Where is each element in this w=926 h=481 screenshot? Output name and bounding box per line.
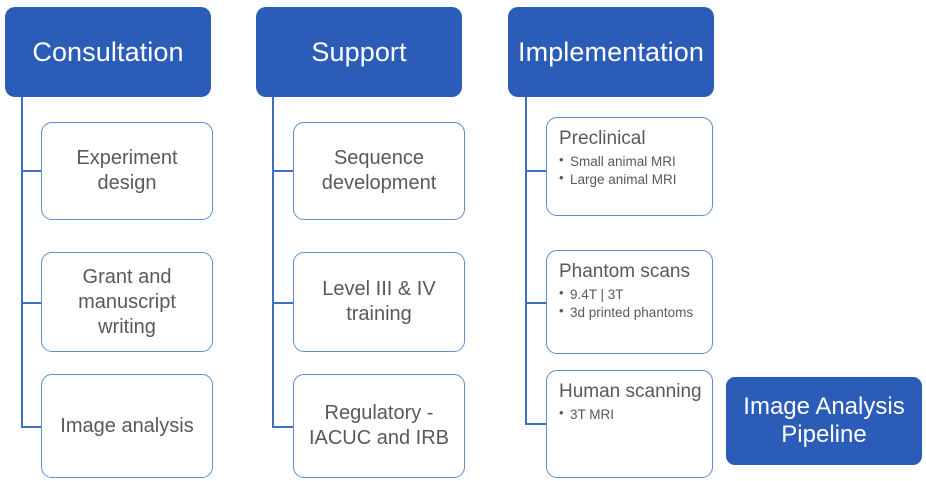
- leaf-box-regulatory-iacuc-and-irb[interactable]: Regulatory - IACUC and IRB: [293, 374, 465, 478]
- connector-branch-consultation-2: [21, 302, 42, 304]
- leaf-box-grant-and-manuscript-writing[interactable]: Grant and manuscript writing: [41, 252, 213, 352]
- bullet-item: Small animal MRI: [559, 152, 702, 170]
- bullet-item: 9.4T | 3T: [559, 285, 702, 303]
- connector-vertical-consultation: [21, 97, 23, 427]
- bullet-list-human-scanning: 3T MRI: [559, 405, 702, 423]
- leaf-box-sequence-development[interactable]: Sequence development: [293, 122, 465, 220]
- header-box-support[interactable]: Support: [256, 7, 462, 97]
- bullet-item: Large animal MRI: [559, 170, 702, 188]
- connector-branch-support-2: [272, 302, 294, 304]
- leaf-box-human-scanning[interactable]: Human scanning 3T MRI: [546, 370, 713, 478]
- leaf-title-phantom-scans: Phantom scans: [559, 261, 690, 282]
- leaf-title-human-scanning: Human scanning: [559, 381, 702, 402]
- leaf-box-phantom-scans[interactable]: Phantom scans 9.4T | 3T 3d printed phant…: [546, 250, 713, 354]
- connector-branch-support-3: [272, 426, 294, 428]
- connector-vertical-implementation: [525, 97, 527, 424]
- bullet-item: 3T MRI: [559, 405, 702, 423]
- connector-branch-implementation-2: [525, 302, 547, 304]
- header-box-implementation[interactable]: Implementation: [508, 7, 714, 97]
- connector-branch-support-1: [272, 170, 294, 172]
- leaf-box-experiment-design[interactable]: Experiment design: [41, 122, 213, 220]
- image-analysis-pipeline-box[interactable]: Image Analysis Pipeline: [726, 377, 922, 465]
- leaf-box-preclinical[interactable]: Preclinical Small animal MRI Large anima…: [546, 117, 713, 216]
- connector-branch-consultation-1: [21, 170, 42, 172]
- bullet-list-phantom-scans: 9.4T | 3T 3d printed phantoms: [559, 285, 702, 321]
- connector-branch-implementation-1: [525, 170, 547, 172]
- leaf-box-level-iii-and-iv-training[interactable]: Level III & IV training: [293, 252, 465, 352]
- connector-branch-consultation-3: [21, 426, 42, 428]
- connector-branch-implementation-3: [525, 423, 547, 425]
- connector-vertical-support: [272, 97, 274, 427]
- bullet-list-preclinical: Small animal MRI Large animal MRI: [559, 152, 702, 188]
- header-box-consultation[interactable]: Consultation: [5, 7, 211, 97]
- leaf-title-preclinical: Preclinical: [559, 128, 646, 149]
- bullet-item: 3d printed phantoms: [559, 303, 702, 321]
- leaf-box-image-analysis[interactable]: Image analysis: [41, 374, 213, 478]
